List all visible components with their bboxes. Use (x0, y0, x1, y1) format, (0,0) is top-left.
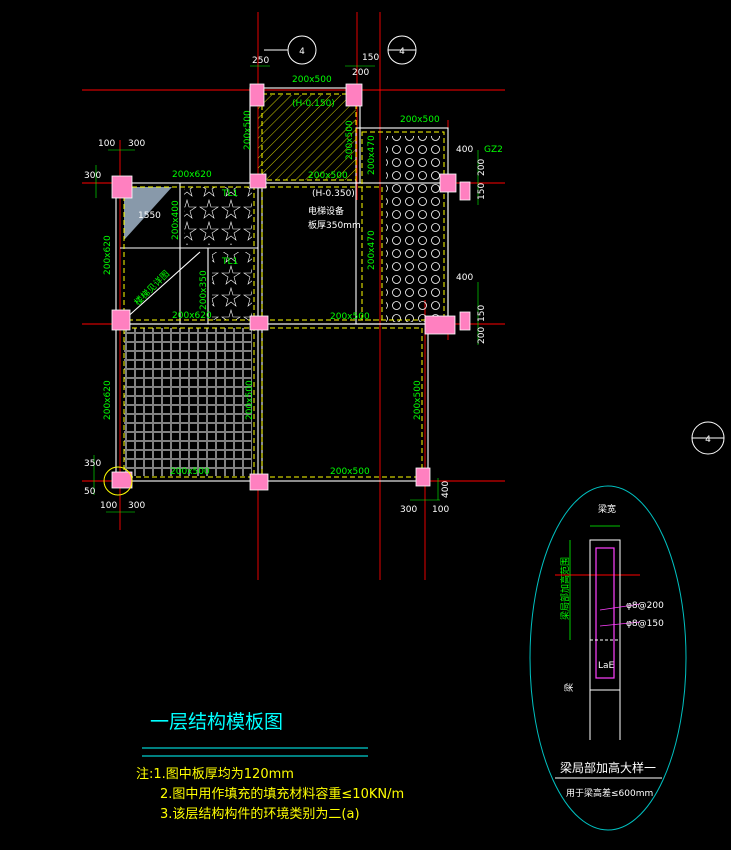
dim-200-top: 200 (352, 68, 369, 78)
axis-bubble-3: 4 (705, 435, 711, 445)
star-area-1 (184, 187, 252, 245)
stair-tl1-a: TL1 (221, 189, 238, 199)
beam-label-mid-left: 200x620 (172, 311, 212, 321)
beam-label-right-top: 200x500 (400, 115, 440, 125)
detail-side-label: 梁局部加高范围 (559, 557, 571, 620)
dim-100-bl: 100 (100, 501, 117, 511)
stair-label: 楼梯见详图 (132, 268, 172, 308)
elevator-hatch (258, 95, 356, 180)
beam-label-v7: 200x500 (245, 380, 255, 420)
slab-triangle (124, 187, 172, 240)
dotted-area (386, 136, 442, 322)
dim-400-r2: 400 (456, 273, 473, 283)
detail-title: 梁局部加高大样一 (560, 760, 656, 775)
room-thickness: 板厚350mm (308, 219, 361, 231)
walls (115, 87, 449, 482)
beam-label-v9: 200x400 (171, 200, 181, 240)
detail-subtitle: 用于梁高差≤600mm (566, 787, 653, 799)
drawing-title: 一层结构模板图 (150, 711, 283, 733)
beam-label-v10: 200x350 (199, 270, 209, 310)
dim-50-left: 50 (84, 487, 96, 497)
column-tag: GZ2 (484, 145, 503, 155)
star-area-2 (212, 252, 252, 320)
beam-label-v6: 200x620 (103, 380, 113, 420)
beam-label-v8: 200x500 (413, 380, 423, 420)
detail-section (529, 485, 687, 831)
dim-150-r2: 150 (477, 305, 487, 322)
room-elevator: 电梯设备 (308, 205, 344, 217)
note-3: 3.该层结构构件的环境类别为二(a) (160, 806, 360, 822)
dim-200-r2: 200 (477, 327, 487, 344)
dim-350-left: 350 (84, 459, 101, 469)
span-label: 1550 (138, 211, 161, 221)
elevation-2: (H-0.350) (312, 189, 355, 199)
beam-label-v5: 200x620 (103, 235, 113, 275)
beam-label-mid: 200x500 (330, 312, 370, 322)
beam-label-v4: 200x470 (367, 230, 377, 270)
elevation-1: (H-0.150) (292, 99, 335, 109)
dim-200-r1: 200 (477, 159, 487, 176)
detail-rebar-1: φ8@200 (626, 601, 664, 611)
beam-label-v3: 200x470 (367, 135, 377, 175)
dim-300-tl: 300 (128, 139, 145, 149)
dashed-beams (123, 93, 445, 478)
beam-label-left-top: 200x620 (172, 170, 212, 180)
stair-tl1-b: TL1 (221, 257, 238, 267)
detail-top-label: 梁宽 (598, 503, 616, 515)
beam-label-top: 200x500 (292, 75, 332, 85)
dim-300-br: 300 (400, 505, 417, 515)
note-1: 注:1.图中板厚均为120mm (136, 767, 294, 782)
axis-bubble-2: 4 (399, 47, 405, 57)
dim-300-left: 300 (84, 171, 101, 181)
dim-300-bl: 300 (128, 501, 145, 511)
dim-250: 250 (252, 56, 269, 66)
dim-150-r1: 150 (477, 183, 487, 200)
detail-anchor: LaE (598, 661, 615, 671)
beam-label-v2: 200x500 (345, 120, 355, 160)
detail-rebar-2: φ8@150 (626, 619, 664, 629)
dim-100-tl: 100 (98, 139, 115, 149)
dim-100-br: 100 (432, 505, 449, 515)
axis-bubble-1: 4 (299, 47, 305, 57)
beam-label-bottom-left: 200x500 (170, 467, 210, 477)
columns (111, 83, 471, 491)
dim-400-r1: 400 (456, 145, 473, 155)
dimension-lines (93, 65, 479, 513)
tile-area (124, 328, 252, 476)
detail-beam-label: 梁 (563, 683, 575, 692)
dim-400-br: 400 (441, 481, 451, 498)
beam-label-v1: 200x500 (243, 110, 253, 150)
note-2: 2.图中用作填充的填充材料容重≤10KN/m (160, 786, 404, 802)
beam-label-bottom: 200x500 (330, 467, 370, 477)
dim-150: 150 (362, 53, 379, 63)
beam-label-center: 200x500 (308, 171, 348, 181)
